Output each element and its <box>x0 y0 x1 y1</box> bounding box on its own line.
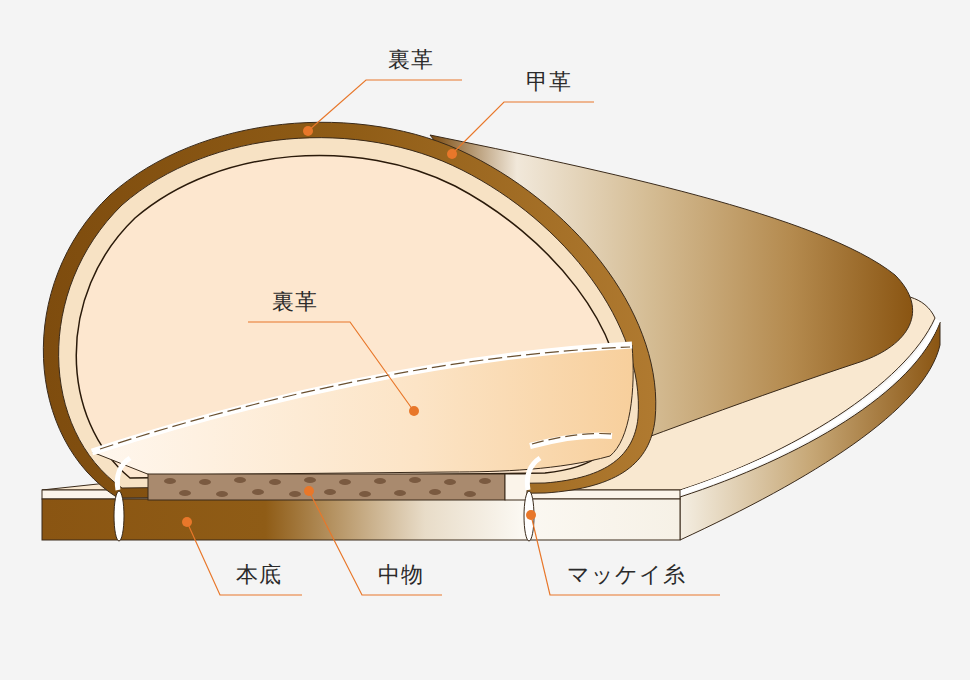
leader-dots <box>182 126 536 527</box>
part-label: 中物 <box>378 563 424 587</box>
part-label: 裏革 <box>388 48 434 72</box>
part-label: 甲革 <box>526 70 572 94</box>
part-label: 本底 <box>236 563 282 587</box>
leader-lines <box>187 80 720 595</box>
part-label: マッケイ糸 <box>567 563 686 587</box>
part-label: 裏革 <box>272 290 318 314</box>
